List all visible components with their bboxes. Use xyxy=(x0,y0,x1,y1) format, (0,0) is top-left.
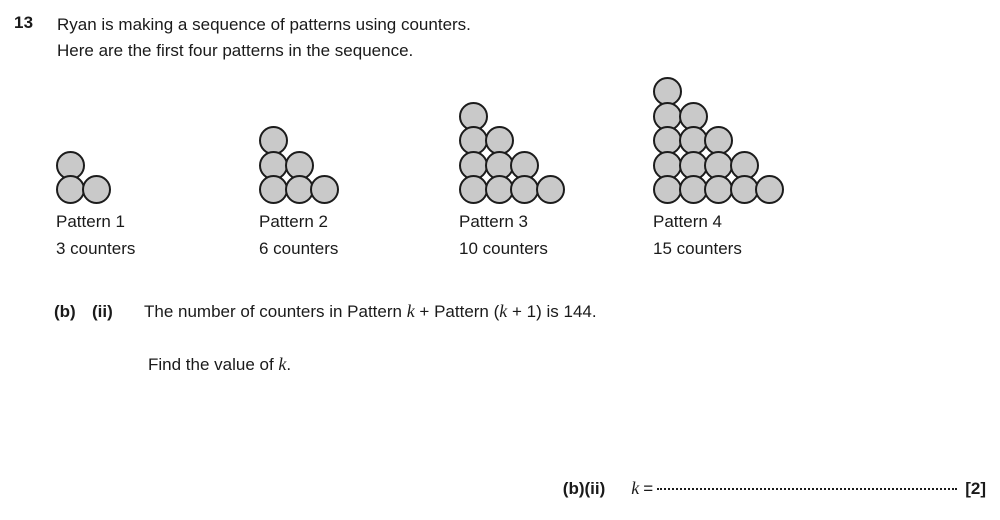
part-b-ii-row: (b) (ii) The number of counters in Pattern… xyxy=(54,301,597,322)
counter-circle xyxy=(653,77,682,107)
pattern-count-1: 3 counters xyxy=(56,239,136,258)
counter-circle xyxy=(81,175,111,204)
counter-circle xyxy=(653,175,682,204)
answer-marks: [2] xyxy=(965,479,986,498)
counter-circle xyxy=(510,150,540,180)
pattern-caption-4: Pattern 4 15 counters xyxy=(653,208,742,262)
question-number: 13 xyxy=(14,13,34,32)
part-question-text: The number of counters in Pattern k + Pa… xyxy=(144,301,597,322)
pattern-title-2: Pattern 2 xyxy=(259,212,328,231)
answer-blank-field[interactable] xyxy=(657,488,958,490)
pattern-caption-3: Pattern 3 10 counters xyxy=(459,208,548,262)
counter-circle xyxy=(259,175,288,204)
answer-part-tag: (b)(ii) xyxy=(562,479,606,498)
counter-circle xyxy=(459,150,488,180)
counter-circle xyxy=(535,175,565,204)
answer-line-row: (b)(ii) k = [2] xyxy=(0,478,1000,504)
find-instruction: Find the value of k. xyxy=(148,354,291,375)
find-instruction-after: . xyxy=(286,355,292,374)
counter-stack-2 xyxy=(259,64,429,204)
part-text-mid: + Pattern ( xyxy=(414,302,500,321)
counter-stack-4 xyxy=(653,64,823,204)
counter-circle xyxy=(56,175,85,204)
counter-circle xyxy=(653,101,682,131)
variable-k-second: k xyxy=(499,301,508,321)
part-letter: (b) xyxy=(54,302,76,321)
counter-circle xyxy=(704,175,734,204)
answer-equals-sign: = xyxy=(643,479,654,498)
counter-circle xyxy=(678,101,708,131)
pattern-title-3: Pattern 3 xyxy=(459,212,528,231)
counter-circle xyxy=(704,126,734,156)
question-stem-line-1: Ryan is making a sequence of patterns us… xyxy=(57,15,471,34)
find-instruction-before: Find the value of xyxy=(148,355,279,374)
pattern-sequence-diagram: Pattern 1 3 counters Pattern 2 6 counter… xyxy=(56,64,823,262)
variable-k-first: k xyxy=(406,301,415,321)
pattern-title-1: Pattern 1 xyxy=(56,212,125,231)
part-roman: (ii) xyxy=(92,302,113,321)
pattern-count-4: 15 counters xyxy=(653,239,742,258)
counter-circle xyxy=(259,126,288,156)
pattern-count-3: 10 counters xyxy=(459,239,548,258)
counter-circle xyxy=(755,175,785,204)
part-text-before: The number of counters in Pattern xyxy=(144,302,407,321)
counter-stack-1 xyxy=(56,64,226,204)
counter-circle xyxy=(459,175,488,204)
answer-variable: k xyxy=(631,478,640,498)
question-stem-line-2: Here are the first four patterns in the … xyxy=(57,41,414,60)
variable-k-instruction: k xyxy=(278,354,287,374)
counter-circle xyxy=(510,175,540,204)
counter-stack-3 xyxy=(459,64,629,204)
pattern-title-4: Pattern 4 xyxy=(653,212,722,231)
counter-circle xyxy=(729,175,759,204)
question-stem: Ryan is making a sequence of patterns us… xyxy=(57,12,471,64)
pattern-caption-2: Pattern 2 6 counters xyxy=(259,208,338,262)
pattern-caption-1: Pattern 1 3 counters xyxy=(56,208,135,262)
counter-circle xyxy=(704,150,734,180)
counter-circle xyxy=(310,175,340,204)
pattern-count-2: 6 counters xyxy=(259,239,339,258)
counter-circle xyxy=(284,150,314,180)
counter-circle xyxy=(484,175,514,204)
counter-circle xyxy=(459,126,488,156)
part-text-after: + 1) is 144. xyxy=(507,302,597,321)
